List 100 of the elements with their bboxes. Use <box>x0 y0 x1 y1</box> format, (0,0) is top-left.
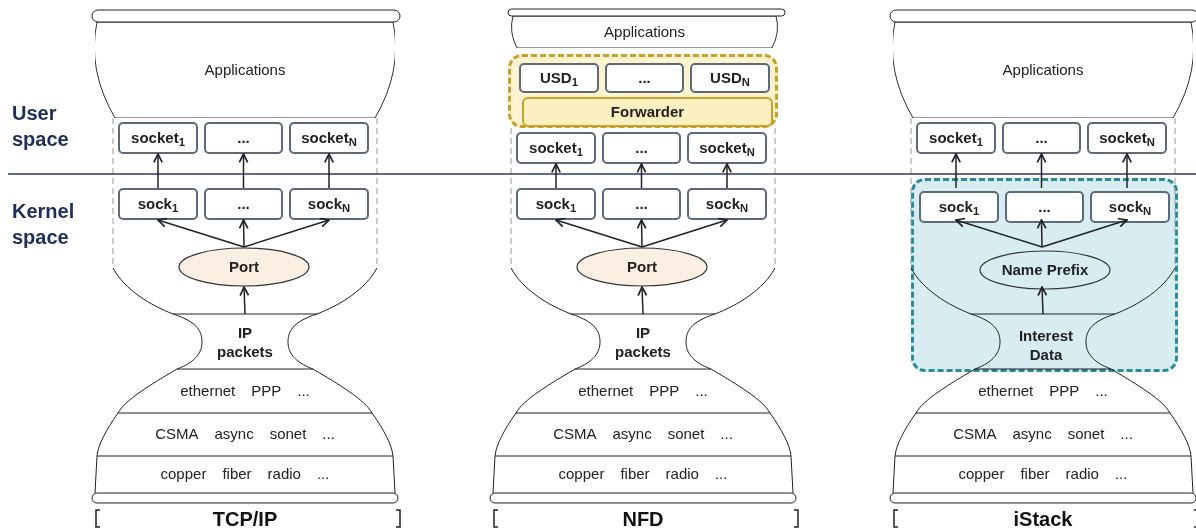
socket-box <box>118 122 198 154</box>
node-label: fiber <box>620 464 650 485</box>
arrow <box>152 153 164 189</box>
socket-box <box>289 188 369 220</box>
node-label: IP packets <box>614 322 672 361</box>
node-label: copper <box>160 464 207 485</box>
arrow <box>637 286 648 315</box>
arrow <box>243 217 330 248</box>
stack-title: TCP/IP <box>211 507 279 532</box>
arrow <box>636 163 647 189</box>
forwarder-box <box>522 97 773 127</box>
arrow <box>550 163 562 189</box>
socket-box <box>1090 191 1170 223</box>
node-label: Name Prefix <box>1001 259 1089 280</box>
arrow <box>238 153 249 189</box>
socket-box <box>118 188 198 220</box>
socket-box <box>519 63 599 93</box>
applications-bowl <box>511 16 778 48</box>
arrow <box>1037 286 1048 315</box>
node-label: USD$_{1}$ <box>540 67 578 90</box>
socket-box <box>204 122 283 154</box>
socket-box <box>687 188 767 220</box>
node-label: PPP <box>251 380 282 401</box>
node-label: sock$_{N}$ <box>705 193 749 216</box>
arrow <box>955 217 1043 248</box>
node-label: copper <box>558 464 605 485</box>
node-label: ... <box>297 380 310 401</box>
node-label: socket$_{1}$ <box>929 127 983 150</box>
arrow <box>239 286 250 315</box>
node-label: sonet <box>667 424 705 445</box>
node-label: radio <box>665 464 699 485</box>
socket-box <box>602 132 681 164</box>
socket-box <box>516 132 596 164</box>
node-label: PPP <box>649 380 680 401</box>
node-label: ethernet <box>978 380 1034 401</box>
arrow <box>636 219 647 248</box>
space-label: Kernel space <box>12 199 76 250</box>
socket-box <box>204 188 283 220</box>
node-label: sock$_{1}$ <box>137 193 179 216</box>
ellipse-node <box>979 250 1111 290</box>
socket-box <box>1087 122 1167 154</box>
node-label: ... <box>316 464 330 485</box>
arrow <box>1036 153 1047 189</box>
node-label: sonet <box>269 424 307 445</box>
socket-box <box>602 188 681 220</box>
node-label: async <box>1012 424 1052 445</box>
socket-box <box>516 188 596 220</box>
arrow <box>157 217 245 248</box>
socket-box <box>1002 122 1081 154</box>
node-label: ethernet <box>578 380 634 401</box>
node-label: ethernet <box>180 380 236 401</box>
arrow <box>555 217 643 248</box>
arrow <box>950 153 962 189</box>
node-label: sonet <box>1067 424 1105 445</box>
node-label: USD$_{N}$ <box>710 67 750 90</box>
socket-box <box>1005 191 1084 223</box>
node-label: copper <box>958 464 1005 485</box>
arrow <box>721 163 733 189</box>
node-label: ... <box>1095 380 1108 401</box>
node-label: ... <box>635 193 648 214</box>
node-label: ... <box>638 67 651 88</box>
node-label: Forwarder <box>610 101 685 122</box>
node-label: ... <box>720 424 733 445</box>
arrow <box>1041 217 1128 248</box>
node-label: ... <box>714 464 728 485</box>
node-label: fiber <box>222 464 252 485</box>
ellipse-node <box>576 247 708 287</box>
node-label: ... <box>237 127 250 148</box>
node-label: Port <box>627 256 657 277</box>
node-label: Interest Data <box>1017 325 1075 364</box>
socket-box <box>916 122 996 154</box>
dashed-group <box>911 178 1178 372</box>
arrow <box>238 219 249 248</box>
socket-box <box>289 122 369 154</box>
node-label: CSMA <box>953 424 997 445</box>
arrow <box>641 217 728 248</box>
socket-box <box>919 191 999 223</box>
node-label: socket$_{1}$ <box>131 127 185 150</box>
arrow <box>1036 219 1047 248</box>
node-label: async <box>214 424 254 445</box>
node-label: Applications <box>1002 59 1084 80</box>
socket-box <box>690 63 770 93</box>
node-label: socket$_{N}$ <box>1099 127 1155 150</box>
ellipse-node <box>178 247 310 287</box>
node-label: radio <box>267 464 301 485</box>
node-label: ... <box>237 193 250 214</box>
node-label: CSMA <box>553 424 597 445</box>
node-label: ... <box>1038 196 1051 217</box>
node-label: socket$_{1}$ <box>529 137 583 160</box>
node-label: ... <box>1114 464 1128 485</box>
node-label: socket$_{N}$ <box>301 127 357 150</box>
node-label: sock$_{N}$ <box>307 193 351 216</box>
node-label: ... <box>322 424 335 445</box>
socket-box <box>687 132 767 164</box>
arrow <box>1121 153 1133 189</box>
node-label: ... <box>695 380 708 401</box>
node-label: IP packets <box>216 322 274 361</box>
stack-title: iStack <box>1012 507 1074 532</box>
dashed-group <box>508 54 778 128</box>
node-label: CSMA <box>155 424 199 445</box>
